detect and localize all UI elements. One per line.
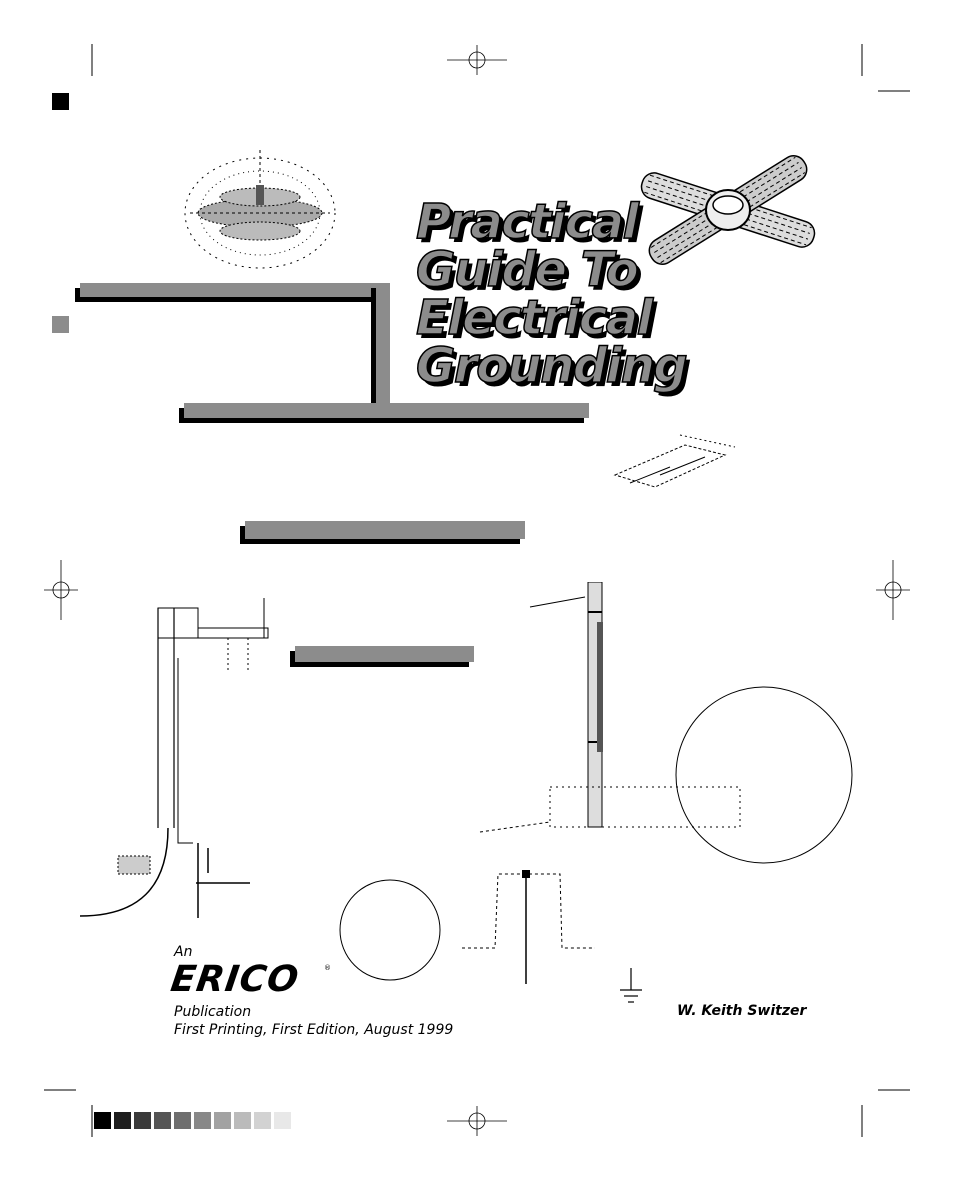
gray-square-marker	[52, 316, 69, 333]
registration-mark-icon	[447, 45, 507, 75]
color-swatch	[274, 1112, 291, 1129]
color-swatch	[214, 1112, 231, 1129]
color-swatch	[174, 1112, 191, 1129]
publication-info: Publication First Printing, First Editio…	[174, 1003, 453, 1039]
utility-pole-drawing	[479, 582, 741, 833]
clamp-icon	[613, 434, 736, 488]
color-swatch	[194, 1112, 211, 1129]
registered-mark: ®	[324, 964, 331, 972]
color-swatch	[94, 1112, 111, 1129]
erico-logo: ERICO	[168, 959, 302, 1000]
title-line: Electrical	[415, 290, 654, 346]
detail-circle-small	[339, 879, 441, 981]
header-bar-bottom	[184, 403, 589, 418]
edition-info: First Printing, First Edition, August 19…	[174, 1022, 454, 1038]
grounding-grid-icon	[184, 150, 336, 269]
registration-mark-icon	[447, 1106, 507, 1136]
color-swatch	[114, 1112, 131, 1129]
registration-mark-icon	[876, 560, 910, 620]
color-swatch	[154, 1112, 171, 1129]
subtitle-bar	[245, 521, 525, 539]
color-swatch	[134, 1112, 151, 1129]
title-line: Grounding	[415, 338, 688, 394]
detail-circle-large	[675, 686, 853, 864]
header-bar-vertical	[376, 283, 390, 413]
author-name: W. Keith Switzer	[677, 1003, 807, 1019]
header-bar-top	[80, 283, 390, 297]
ground-rod-drawing	[462, 870, 595, 984]
service-entrance-drawing	[79, 598, 269, 918]
page-title: Practical Guide To Electrical Grounding	[415, 194, 688, 394]
color-swatch	[254, 1112, 271, 1129]
cable-connector-icon	[640, 155, 816, 265]
title-line: Guide To	[415, 242, 639, 298]
small-bar	[295, 646, 474, 662]
registration-mark-icon	[44, 560, 78, 620]
color-swatch	[234, 1112, 251, 1129]
black-square-marker	[52, 93, 69, 110]
title-line: Practical	[415, 194, 639, 250]
publisher-prefix: An	[174, 944, 193, 960]
ground-symbol-icon	[620, 968, 642, 1003]
publication-label: Publication	[174, 1004, 252, 1020]
